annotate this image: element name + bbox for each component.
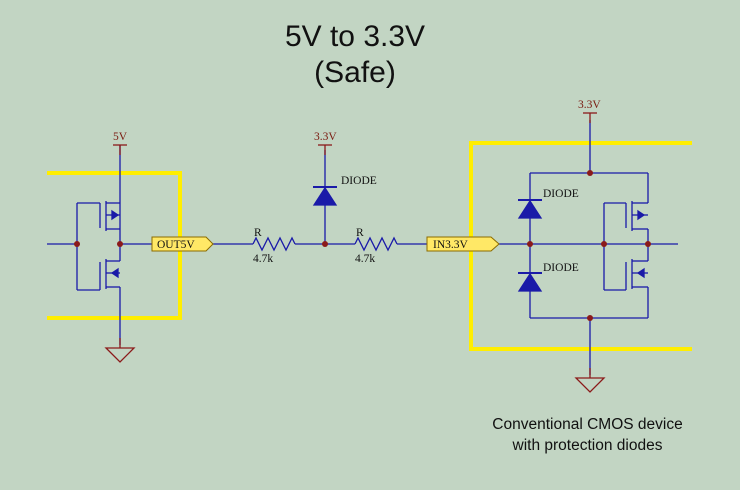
resistor-1-value: 4.7k — [253, 253, 273, 265]
caption-line-2: with protection diodes — [512, 437, 663, 454]
receiver-input-stage — [499, 120, 678, 375]
net-label-3v3-right: 3.3V — [578, 99, 601, 111]
supply-5v-symbol — [113, 144, 127, 155]
net-label-5v: 5V — [113, 131, 128, 143]
port-in3v3: IN3.3V — [426, 236, 500, 252]
protection-diode-lower — [517, 272, 543, 292]
upper-diode-label: DIODE — [543, 188, 579, 200]
resistor-1-ref: R — [254, 227, 262, 239]
lower-diode-label: DIODE — [543, 262, 579, 274]
junction-dots — [74, 170, 651, 321]
supply-3v3-symbol-right — [583, 112, 597, 123]
protection-diode-upper — [517, 199, 543, 219]
resistor-2-ref: R — [356, 227, 364, 239]
port-out5v-label: OUT5V — [157, 239, 195, 251]
title-line-1: 5V to 3.3V — [284, 20, 426, 53]
caption-line-1: Conventional CMOS device — [492, 416, 683, 433]
driver-output-stage — [47, 145, 152, 345]
clamp-diode-label: DIODE — [341, 175, 377, 187]
ground-symbol-right — [574, 368, 606, 393]
resistor-2-value: 4.7k — [355, 253, 375, 265]
net-label-3v3-top: 3.3V — [314, 131, 337, 143]
supply-3v3-symbol-top — [318, 144, 332, 155]
ground-symbol-left — [104, 338, 136, 363]
port-in3v3-label: IN3.3V — [433, 239, 469, 251]
title-line-2: (Safe) — [314, 56, 396, 89]
clamp-diode — [312, 186, 338, 206]
port-out5v: OUT5V — [151, 236, 214, 252]
